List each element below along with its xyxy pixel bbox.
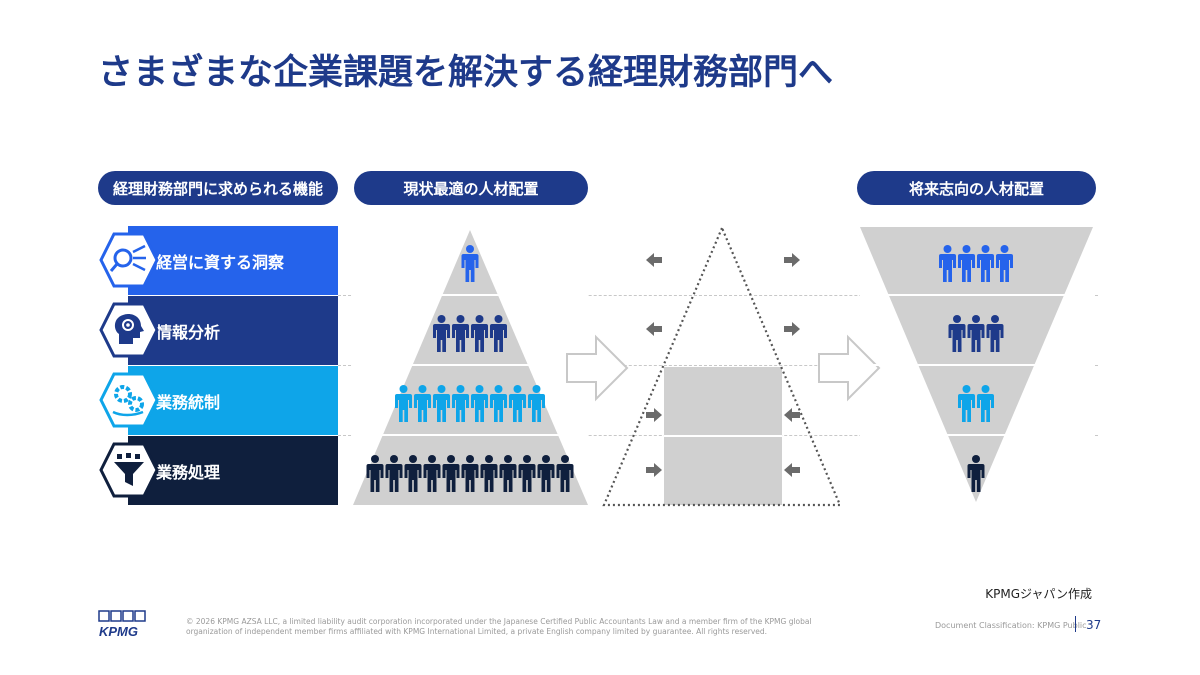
person-icon [996,245,1013,282]
person-icon [433,385,450,422]
inward-arrows [646,408,800,477]
person-icon [366,455,384,492]
funnel-processing-icon [99,442,159,498]
person-icon [556,455,574,492]
person-icon [518,455,536,492]
person-icon [404,455,422,492]
arrow-left-icon [646,322,662,336]
arrow-left-icon [784,463,800,477]
person-icon [395,385,412,422]
function-band-control: 業務統制 [128,366,338,435]
function-label-insight: 経営に資する洞察 [156,252,285,272]
brain-analysis-icon [99,302,159,358]
person-icon [537,455,555,492]
person-icon [490,385,507,422]
current-pyramid [353,230,588,505]
person-icon [967,315,985,352]
person-icon [452,385,469,422]
person-icon [461,455,479,492]
function-label-control: 業務統制 [156,392,221,412]
header-future-allocation: 将来志向の人材配置 [857,171,1096,205]
person-icon [986,315,1004,352]
person-icon [471,315,488,352]
person-icon [977,245,994,282]
function-label-processing: 業務処理 [156,462,221,482]
person-icon [958,245,975,282]
person-icon [423,455,441,492]
page-title: さまざまな企業課題を解決する経理財務部門へ [98,53,834,93]
person-icon [433,315,450,352]
page-number: 37 [1086,618,1102,632]
copyright-notice: © 2026 KPMG AZSA LLC, a limited liabilit… [186,617,812,636]
arrow-right-icon [784,253,800,267]
transition-arrow [818,334,881,402]
row-divider [338,365,1098,366]
function-label-analysis: 情報分析 [156,322,221,342]
person-icon [958,385,975,422]
person-icon [509,385,526,422]
person-icon [471,385,488,422]
arrow-left-icon [784,408,800,422]
footer-separator [1075,616,1076,632]
transition-pyramid-outline [602,225,842,507]
arrow-left-icon [646,253,662,267]
function-band-processing: 業務処理 [128,436,338,505]
transition-arrow [566,334,629,402]
function-band-insight: 経営に資する洞察 [128,226,338,295]
document-classification: Document Classification: KPMG Public [935,621,1087,630]
outward-arrows [646,253,800,336]
person-icon [490,315,507,352]
kpmg-logo: KPMG [98,610,146,638]
person-icon [414,385,431,422]
current-people-group [366,245,574,492]
person-icon [499,455,517,492]
header-current-allocation: 現状最適の人材配置 [354,171,588,205]
person-icon [967,455,985,492]
gears-control-icon [99,372,159,428]
arrow-right-icon [646,408,662,422]
arrow-right-icon [784,322,800,336]
person-icon [442,455,460,492]
person-icon [528,385,545,422]
person-icon [948,315,966,352]
person-icon [461,245,479,282]
person-icon [480,455,498,492]
header-functions: 経理財務部門に求められる機能 [98,171,338,205]
svg-text:KPMG: KPMG [99,624,138,638]
person-icon [452,315,469,352]
row-divider [338,295,1098,296]
function-band-analysis: 情報分析 [128,296,338,365]
source-note: KPMGジャパン作成 [985,587,1092,601]
future-people-group [939,245,1013,492]
person-icon [977,385,994,422]
person-icon [385,455,403,492]
person-icon [939,245,956,282]
insight-icon [99,232,159,288]
arrow-right-icon [646,463,662,477]
